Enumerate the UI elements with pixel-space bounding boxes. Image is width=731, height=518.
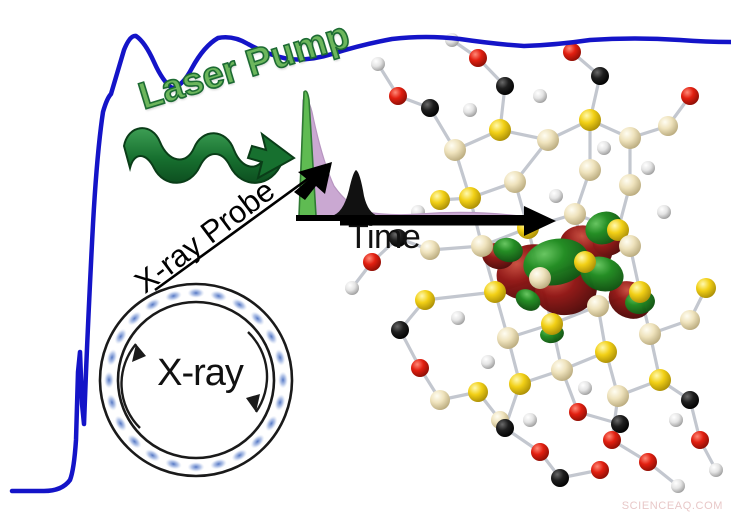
electron-bunches bbox=[104, 288, 288, 472]
sample-arrow-head bbox=[524, 206, 556, 236]
absorption-trace bbox=[9, 33, 731, 494]
xray-probe-arrow-shaft bbox=[154, 168, 321, 292]
wavy-arrow-head bbox=[246, 131, 296, 180]
xray-probe-arrow-head bbox=[294, 162, 332, 200]
watermark: SCIENCEAQ.COM bbox=[622, 500, 723, 512]
ring-inner-circle bbox=[116, 300, 276, 460]
atom-spheres bbox=[345, 33, 723, 493]
ring-direction-arrow-right bbox=[247, 331, 269, 413]
ring-direction-arrow-left bbox=[120, 343, 141, 429]
watermark-text: SCIENCEAQ.COM bbox=[621, 500, 723, 512]
ring-label: X-ray bbox=[145, 352, 255, 395]
xray-probe-pulse bbox=[331, 170, 378, 216]
ring-label-text: X-ray bbox=[157, 352, 244, 394]
ring-direction-arrowhead-right bbox=[246, 394, 260, 412]
ring-direction-arrowhead-left bbox=[132, 344, 146, 362]
ring-outer-circle bbox=[98, 282, 294, 478]
